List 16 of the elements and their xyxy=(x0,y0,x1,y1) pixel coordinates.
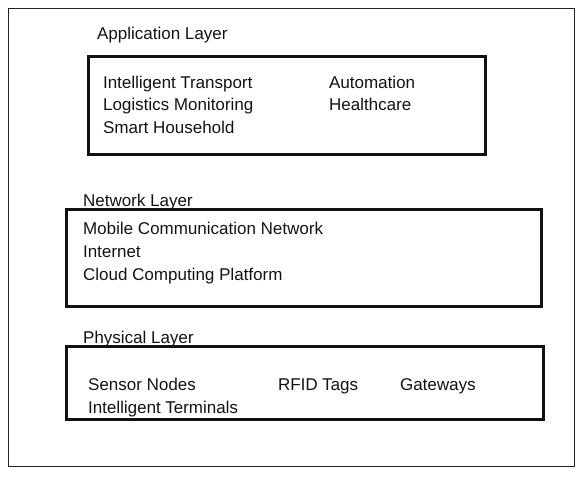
layer-item: Smart Household xyxy=(103,118,234,138)
layer-item: Gateways xyxy=(400,375,476,395)
layer-item: Automation xyxy=(329,73,415,93)
layer-item: Mobile Communication Network xyxy=(83,219,323,239)
layer-item: Logistics Monitoring xyxy=(103,95,254,115)
layer-heading: Network Layer xyxy=(83,191,193,211)
layer-item: Intelligent Transport xyxy=(103,73,252,93)
layer-item: RFID Tags xyxy=(278,375,358,395)
layer-item: Cloud Computing Platform xyxy=(83,265,282,285)
layer-item: Intelligent Terminals xyxy=(88,398,238,418)
layer-item: Internet xyxy=(83,242,141,262)
layer-heading: Application Layer xyxy=(97,24,228,44)
layer-item: Healthcare xyxy=(329,95,412,115)
layer-heading: Physical Layer xyxy=(83,328,194,348)
layer-item: Sensor Nodes xyxy=(88,375,196,395)
outer-frame xyxy=(8,8,575,467)
